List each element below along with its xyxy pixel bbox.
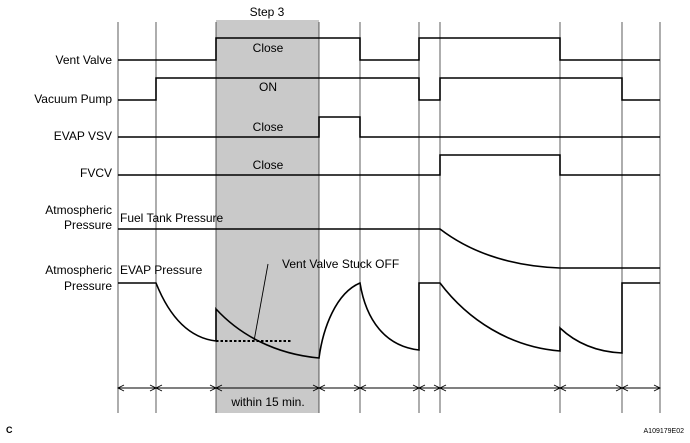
arrowhead: [620, 384, 629, 392]
atmospheric-pressure-label-1a: Atmospheric: [45, 203, 112, 217]
stuck-off-leader-line: [253, 263, 269, 342]
vacuum-pump-state: ON: [259, 80, 277, 94]
vent-valve-state: Close: [253, 41, 284, 55]
arrowhead: [317, 384, 326, 392]
step-label: Step 3: [250, 5, 285, 19]
vent-valve-waveform: [118, 37, 660, 61]
timing-arrows: [116, 384, 662, 392]
corner-letter: C: [6, 425, 13, 435]
fvcv-label: FVCV: [80, 166, 112, 180]
fvcv-state: Close: [253, 158, 284, 172]
duration-label: within 15 min.: [230, 395, 304, 409]
arrowhead: [438, 384, 447, 392]
figure-code: A109179E02: [644, 428, 685, 435]
atmospheric-pressure-label-2b: Pressure: [64, 279, 112, 293]
arrowhead: [653, 384, 662, 392]
vent-valve-stuck-off-label: Vent Valve Stuck OFF: [282, 257, 399, 271]
evap-vsv-waveform: [118, 116, 660, 138]
vent-valve-label: Vent Valve: [56, 53, 113, 67]
arrowhead: [358, 384, 367, 392]
atmospheric-pressure-label-2a: Atmospheric: [45, 263, 112, 277]
arrowhead: [154, 384, 163, 392]
fvcv-waveform: [118, 154, 660, 176]
fuel-tank-pressure-curve: [118, 228, 660, 269]
evap-vsv-state: Close: [253, 120, 284, 134]
step-3-shaded-band: [216, 20, 319, 413]
atmospheric-pressure-label-1b: Pressure: [64, 218, 112, 232]
arrowhead: [558, 384, 567, 392]
evap-vsv-label: EVAP VSV: [54, 129, 112, 143]
vacuum-pump-waveform: [118, 77, 660, 101]
evap-pressure-label: EVAP Pressure: [120, 263, 203, 277]
vacuum-pump-label: Vacuum Pump: [34, 92, 112, 106]
arrowhead: [417, 384, 426, 392]
arrowhead: [214, 384, 223, 392]
arrowhead: [116, 384, 125, 392]
evap-pressure-curve: [118, 281, 660, 359]
fuel-tank-pressure-label: Fuel Tank Pressure: [120, 211, 223, 225]
